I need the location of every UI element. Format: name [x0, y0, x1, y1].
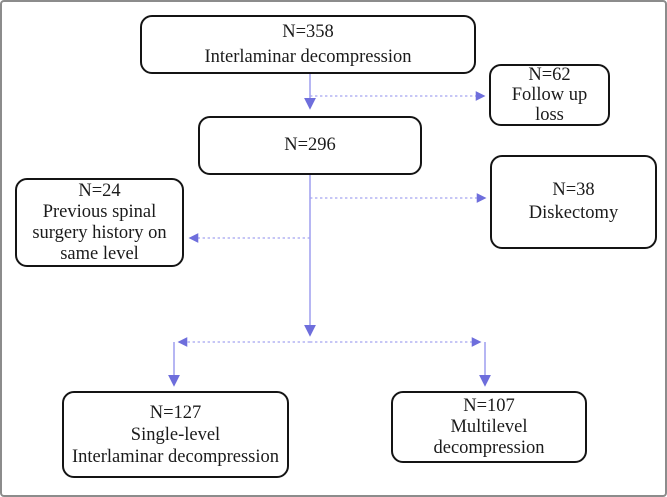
node-n296-remaining: N=296 — [198, 116, 422, 175]
node-count: N=127 — [149, 402, 202, 423]
node-count: N=62 — [528, 65, 571, 85]
node-count: N=358 — [282, 21, 334, 42]
node-total-interlaminar-decompression: N=358 Interlaminar decompression — [140, 15, 476, 74]
node-label: Previous spinal — [42, 201, 157, 222]
node-previous-spinal-surgery: N=24 Previous spinal surgery history on … — [15, 178, 184, 267]
node-label: loss — [535, 105, 564, 125]
node-label: surgery history on — [32, 222, 167, 243]
node-label: Single-level — [130, 424, 221, 445]
node-label: Multilevel — [450, 416, 528, 437]
node-label: Follow up — [511, 85, 588, 105]
node-follow-up-loss: N=62 Follow up loss — [489, 64, 610, 126]
node-count: N=296 — [284, 135, 336, 155]
node-label: Interlaminar decompression — [204, 46, 412, 67]
node-label: Diskectomy — [528, 203, 619, 223]
node-multilevel-decompression: N=107 Multilevel decompression — [391, 391, 587, 463]
node-diskectomy: N=38 Diskectomy — [490, 155, 657, 249]
node-count: N=38 — [552, 180, 595, 200]
node-label: same level — [60, 243, 139, 264]
node-count: N=107 — [463, 395, 515, 416]
node-label: decompression — [433, 437, 545, 458]
node-single-level-decompression: N=127 Single-level Interlaminar decompre… — [62, 391, 289, 478]
node-label: Interlaminar decompression — [71, 446, 280, 467]
node-count: N=24 — [78, 180, 121, 201]
